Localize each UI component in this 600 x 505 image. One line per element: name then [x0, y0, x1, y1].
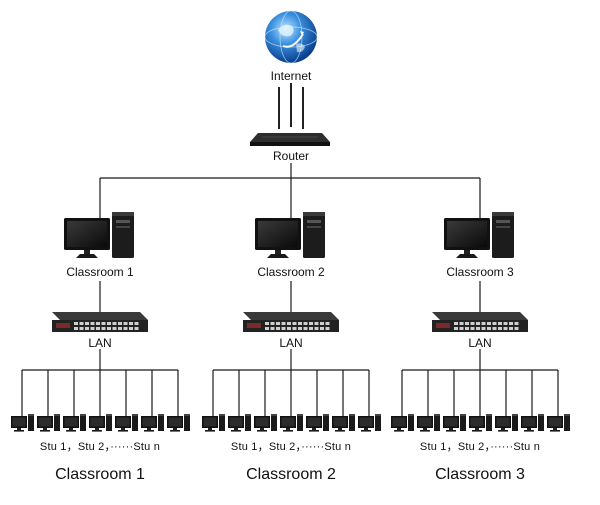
student-computer-icon	[547, 414, 570, 432]
student-computer-icon	[202, 414, 225, 432]
switch-label: LAN	[468, 336, 492, 350]
student-computer-icon	[521, 414, 544, 432]
student-computer-icon	[443, 414, 466, 432]
classroom-branch-3	[391, 178, 570, 432]
student-computer-icon	[63, 414, 86, 432]
classroom-caption: Classroom 3	[435, 466, 525, 483]
student-computer-icon	[280, 414, 303, 432]
desktop-computer-icon	[255, 212, 325, 258]
network-switch-icon	[52, 312, 148, 332]
student-computer-icon	[115, 414, 138, 432]
student-computer-icon	[417, 414, 440, 432]
student-computer-icon	[495, 414, 518, 432]
student-computer-icon	[37, 414, 60, 432]
student-computer-icon	[167, 414, 190, 432]
network-switch-icon	[243, 312, 339, 332]
student-computer-icon	[228, 414, 251, 432]
student-computer-icon	[391, 414, 414, 432]
classroom-pc-label: Classroom 2	[257, 265, 325, 279]
desktop-computer-icon	[444, 212, 514, 258]
students-label: Stu 1，Stu 2，······Stu n	[230, 441, 352, 453]
classroom-caption: Classroom 2	[246, 466, 336, 483]
switch-label: LAN	[88, 336, 112, 350]
internet-label: Internet	[270, 69, 312, 83]
network-switch-icon	[432, 312, 528, 332]
student-computer-icon	[11, 414, 34, 432]
classroom-branch-2	[202, 178, 381, 432]
student-computer-icon	[89, 414, 112, 432]
router-icon	[250, 83, 330, 146]
student-computer-icon	[469, 414, 492, 432]
student-computer-icon	[254, 414, 277, 432]
classroom-pc-label: Classroom 3	[446, 265, 514, 279]
classroom-caption: Classroom 1	[55, 466, 145, 483]
classroom-branch-1	[11, 178, 190, 432]
student-computer-icon	[358, 414, 381, 432]
students-label: Stu 1，Stu 2，······Stu n	[39, 441, 161, 453]
router-label: Router	[272, 149, 310, 163]
globe-icon	[264, 10, 318, 64]
students-label: Stu 1，Stu 2，······Stu n	[419, 441, 541, 453]
classroom-pc-label: Classroom 1	[66, 265, 134, 279]
student-computer-icon	[332, 414, 355, 432]
student-computer-icon	[306, 414, 329, 432]
switch-label: LAN	[279, 336, 303, 350]
desktop-computer-icon	[64, 212, 134, 258]
student-computer-icon	[141, 414, 164, 432]
